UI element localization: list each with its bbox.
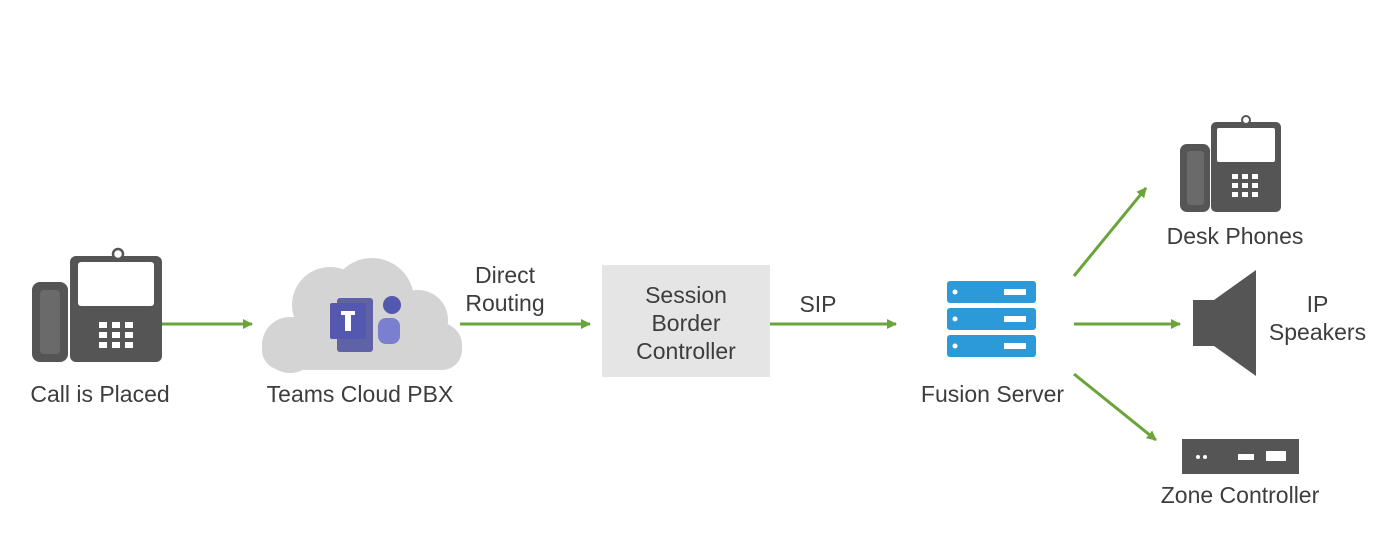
speaker-icon (1193, 270, 1256, 376)
session-border-controller-label: Session Border Controller (602, 281, 770, 365)
desk-phones-label: Desk Phones (1166, 223, 1304, 249)
arrow-fusion-to-desk-phones (1072, 187, 1148, 277)
teams-label: Teams Cloud PBX (266, 381, 454, 407)
sbc-line1: Session (645, 282, 727, 308)
sip-label: SIP (799, 291, 837, 317)
direct-routing-line1: Direct (474, 262, 536, 288)
desk-phone-icon (1180, 115, 1281, 212)
direct-routing-line2: Routing (465, 290, 545, 316)
sbc-line2: Border (651, 310, 721, 336)
session-border-controller-box (602, 265, 770, 377)
fusion-server-label: Fusion Server (920, 381, 1065, 407)
sbc-line3: Controller (636, 338, 736, 364)
ip-speakers-line2: Speakers (1268, 319, 1367, 345)
ip-speakers-label: IP Speakers (1255, 290, 1380, 346)
zone-controller-icon (1182, 439, 1299, 474)
ip-speakers-line1: IP (1306, 291, 1329, 317)
arrow-fusion-to-zone-controller (1073, 372, 1157, 442)
caller-label: Call is Placed (30, 381, 170, 407)
direct-routing-label: Direct Routing (455, 261, 555, 317)
zone-controller-label: Zone Controller (1160, 482, 1320, 508)
teams-cloud-icon (262, 258, 462, 373)
caller-phone-icon (32, 247, 162, 362)
server-stack-icon (947, 281, 1036, 357)
